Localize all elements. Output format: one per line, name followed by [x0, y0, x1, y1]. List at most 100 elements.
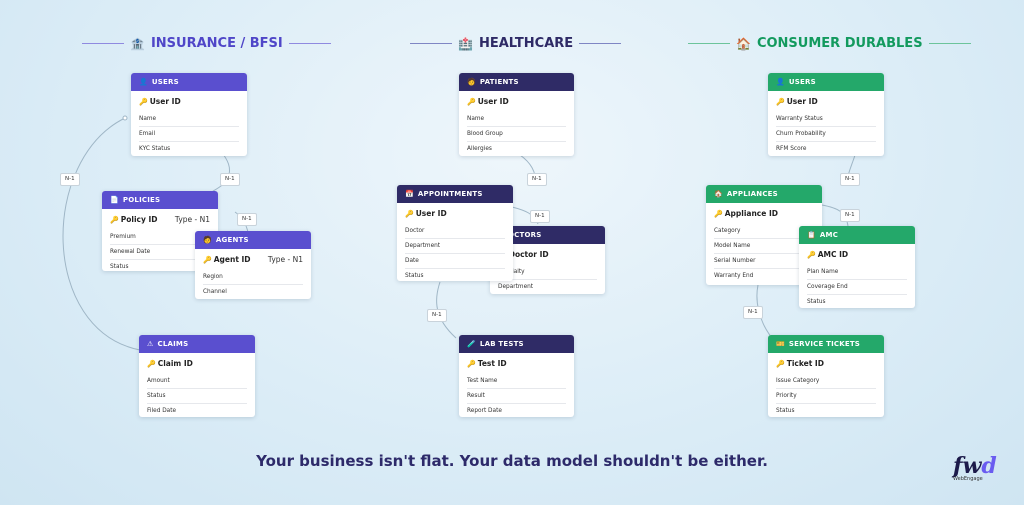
- primary-key-row: 🔑User ID: [139, 97, 239, 110]
- card-header: 📅 APPOINTMENTS: [397, 185, 513, 203]
- card-header: 📄 POLICIES: [102, 191, 218, 209]
- primary-key-label: Test ID: [477, 359, 507, 368]
- primary-key-label: Policy ID: [120, 215, 158, 224]
- card-title: SERVICE TICKETS: [788, 340, 861, 348]
- entity-card-service-tickets[interactable]: 🎫 SERVICE TICKETS 🔑Ticket ID Issue Categ…: [768, 335, 884, 417]
- section-title-text: HEALTHCARE: [478, 36, 574, 51]
- relation-badge: N-1: [840, 173, 860, 186]
- bank-icon: 🏦: [130, 36, 145, 51]
- house-icon: 🏠: [736, 36, 751, 51]
- entity-card-agents[interactable]: 🧑 AGENTS 🔑Agent ID Type - N1 Region Chan…: [195, 231, 311, 299]
- field-row: Test Name: [467, 374, 566, 389]
- key-icon: 🔑: [467, 360, 476, 368]
- field-row: Region: [203, 270, 303, 285]
- field-row: Serial Number: [714, 254, 814, 269]
- field-row: Category: [714, 224, 814, 239]
- field-row: Renewal Date: [110, 245, 210, 260]
- agent-icon: 🧑: [203, 236, 212, 244]
- section-title-text: CONSUMER DURABLES: [756, 36, 923, 51]
- field-row: Plan Name: [807, 265, 907, 280]
- entity-card-claims[interactable]: ⚠ CLAIMS 🔑Claim ID Amount Status Filed D…: [139, 335, 255, 417]
- primary-key-row: 🔑AMC ID: [807, 250, 907, 263]
- card-title: APPOINTMENTS: [417, 190, 483, 198]
- card-header: 🎫 SERVICE TICKETS: [768, 335, 884, 353]
- field-row: Issue Category: [776, 374, 876, 389]
- card-header: 🏠 APPLIANCES: [706, 185, 822, 203]
- connector-line: [209, 149, 231, 194]
- field-row: Allergies: [467, 146, 492, 152]
- primary-key-row: 🔑Policy ID Type - N1: [110, 215, 210, 228]
- user-icon: 👤: [776, 78, 785, 86]
- title-rule: [688, 43, 730, 44]
- field-row: KYC Status: [139, 146, 171, 152]
- test-tube-icon: 🧪: [467, 340, 476, 348]
- field-row: Name: [139, 112, 239, 127]
- card-header: 🧑 AGENTS: [195, 231, 311, 249]
- card-header: 📋 AMC: [799, 226, 915, 244]
- field-row: Priority: [776, 389, 876, 404]
- card-title: USERS: [151, 78, 179, 86]
- hospital-icon: 🏥: [458, 36, 473, 51]
- primary-key-label: User ID: [149, 97, 181, 106]
- key-icon: 🔑: [147, 360, 156, 368]
- primary-key-row: 🔑User ID: [776, 97, 876, 110]
- field-row: Name: [467, 112, 566, 127]
- card-header: 🧪 LAB TESTS: [459, 335, 574, 353]
- primary-key-label: Claim ID: [157, 359, 193, 368]
- card-title: PATIENTS: [479, 78, 519, 86]
- relation-badge: N-1: [427, 309, 447, 322]
- field-row: Amount: [147, 374, 247, 389]
- logo-mark-d: d: [981, 453, 997, 479]
- key-icon: 🔑: [807, 251, 816, 259]
- title-rule: [928, 43, 971, 44]
- primary-key-row: 🔑User ID: [467, 97, 566, 110]
- primary-key-label: User ID: [477, 97, 509, 106]
- relation-badge: N-1: [840, 209, 860, 222]
- tagline: Your business isn't flat. Your data mode…: [256, 452, 768, 470]
- relation-badge: N-1: [60, 173, 80, 186]
- ticket-icon: 🎫: [776, 340, 785, 348]
- connector-line: [62, 117, 141, 351]
- clipboard-icon: 📋: [807, 231, 816, 239]
- key-icon: 🔑: [714, 210, 723, 218]
- section-title-text: INSURANCE / BFSI: [150, 36, 283, 51]
- calendar-icon: 📅: [405, 190, 414, 198]
- field-row: Channel: [203, 289, 227, 295]
- field-row: Result: [467, 389, 566, 404]
- key-icon: 🔑: [776, 98, 785, 106]
- card-title: DOCTORS: [502, 231, 542, 239]
- entity-card-patients[interactable]: 🧑 PATIENTS 🔑User ID Name Blood Group All…: [459, 73, 574, 156]
- entity-card-users[interactable]: 👤 USERS 🔑User ID Name Email KYC Status: [131, 73, 247, 156]
- card-title: LAB TESTS: [479, 340, 524, 348]
- card-header: ⚠ CLAIMS: [139, 335, 255, 353]
- patient-icon: 🧑: [467, 78, 476, 86]
- card-header: DOCTORS: [490, 226, 605, 244]
- title-rule: [410, 43, 452, 44]
- relation-badge: N-1: [530, 210, 550, 223]
- document-icon: 📄: [110, 196, 119, 204]
- field-row: Status: [147, 389, 247, 404]
- key-type-label: Type - N1: [267, 255, 303, 264]
- title-rule: [82, 43, 124, 44]
- primary-key-row: 🔑Ticket ID: [776, 359, 876, 372]
- field-row: Churn Probability: [776, 127, 876, 142]
- card-title: APPLIANCES: [726, 190, 778, 198]
- entity-card-appointments[interactable]: 📅 APPOINTMENTS 🔑User ID Doctor Departmen…: [397, 185, 513, 281]
- primary-key-row: 🔑Agent ID Type - N1: [203, 255, 303, 268]
- card-header: 👤 USERS: [768, 73, 884, 91]
- field-row: RFM Score: [776, 146, 807, 152]
- entity-card-lab-tests[interactable]: 🧪 LAB TESTS 🔑Test ID Test Name Result Re…: [459, 335, 574, 417]
- entity-card-amc[interactable]: 📋 AMC 🔑AMC ID Plan Name Coverage End Sta…: [799, 226, 915, 308]
- title-rule: [288, 43, 331, 44]
- webengage-logo: fwd WebEngage: [953, 455, 1003, 482]
- field-row: Date: [405, 254, 505, 269]
- entity-card-users[interactable]: 👤 USERS 🔑User ID Warranty Status Churn P…: [768, 73, 884, 156]
- relation-badge: N-1: [743, 306, 763, 319]
- card-header: 🧑 PATIENTS: [459, 73, 574, 91]
- key-icon: 🔑: [110, 216, 119, 224]
- field-row: Model Name: [714, 239, 814, 254]
- logo-mark-fw: fw: [953, 453, 982, 479]
- primary-key-row: 🔑Claim ID: [147, 359, 247, 372]
- house-icon: 🏠: [714, 190, 723, 198]
- field-row: Department: [405, 239, 505, 254]
